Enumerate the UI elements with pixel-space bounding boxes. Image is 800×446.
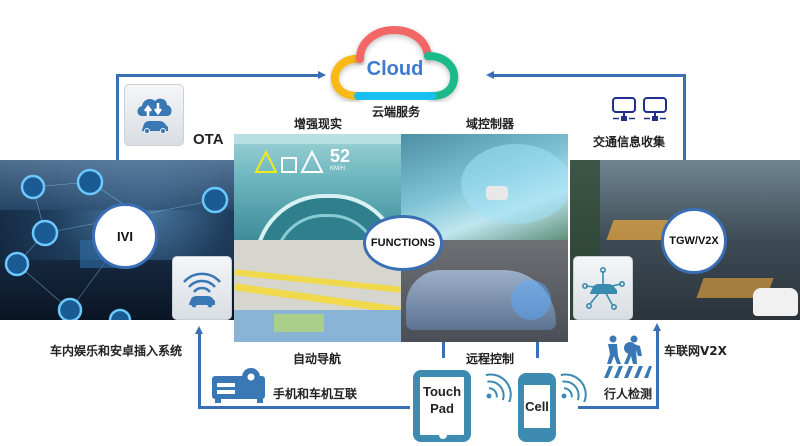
hud-speed-unit: KM/H — [330, 166, 345, 172]
cloud-download-car-icon — [137, 98, 172, 134]
connector-left-vertical — [116, 74, 119, 160]
touchpad-home-button — [439, 431, 447, 439]
connected-car-icon — [581, 266, 625, 310]
traffic-info-label: 交通信息收集 — [593, 135, 666, 149]
cloud-label: Cloud — [366, 58, 424, 80]
functions-badge: FUNCTIONS — [363, 215, 443, 271]
touchpad-label-line2: Pad — [430, 401, 454, 416]
ivi-badge: IVI — [92, 203, 158, 269]
connected-car-tile — [573, 256, 633, 320]
cell-phone-device: Cell — [518, 373, 556, 442]
connector-right-vertical — [683, 74, 686, 160]
domain-controller-label: 域控制器 — [466, 117, 515, 131]
connector-v2x-vertical — [656, 330, 659, 409]
ar-hud-image: 52 KM/H — [234, 134, 401, 240]
connector-right-top — [492, 74, 684, 77]
arrow-up-ivi — [195, 326, 203, 334]
ar-label: 增强现实 — [294, 117, 343, 131]
hud-warning-icons — [254, 149, 324, 173]
arrow-to-cloud-right — [486, 71, 494, 79]
wireless-car-icon — [183, 272, 221, 308]
connector-bottom-left-horizontal — [198, 406, 410, 409]
ota-tile — [124, 84, 184, 146]
ota-label: OTA — [193, 131, 224, 148]
touchpad-device: Touch Pad — [413, 370, 471, 442]
pedestrian-crossing-icon — [604, 335, 652, 378]
projector-icon — [212, 368, 265, 403]
phone-car-link-label: 手机和车机互联 — [273, 387, 358, 401]
tgw-v2x-label: TGW/V2X — [669, 235, 719, 247]
cloud-graphic: Cloud — [328, 25, 462, 102]
phone-car-link-icon-wrap — [211, 368, 267, 404]
hud-speed: 52 — [330, 146, 351, 166]
remote-control-label: 远程控制 — [466, 352, 515, 366]
arrow-up-v2x — [653, 323, 661, 331]
tgw-v2x-badge: TGW/V2X — [661, 208, 727, 274]
cloud-caption: 云端服务 — [372, 105, 421, 119]
network-computers-icon — [612, 97, 667, 121]
ivi-label: IVI — [117, 228, 133, 244]
connector-bottom-left-vertical — [198, 333, 201, 409]
functions-label: FUNCTIONS — [370, 237, 436, 249]
connector-touchpad-vertical — [442, 336, 445, 358]
remote-control-car-image — [401, 240, 568, 342]
cell-label: Cell — [525, 399, 549, 414]
connector-v2x-horizontal — [578, 406, 658, 409]
wifi-signal-cell-icon — [560, 373, 587, 402]
cloud-icon — [330, 25, 459, 100]
pedestrian-detection-icon-wrap — [600, 334, 652, 378]
wireless-car-tile — [172, 256, 232, 320]
arrow-to-cloud-left — [318, 71, 326, 79]
connector-left-top — [116, 74, 320, 77]
traffic-network-icons — [611, 97, 671, 123]
touchpad-label-line1: Touch — [422, 384, 462, 399]
auto-navigation-label: 自动导航 — [293, 352, 342, 366]
pedestrian-detection-label: 行人检测 — [604, 387, 653, 401]
connector-cell-vertical — [536, 336, 539, 358]
ivi-caption: 车内娱乐和安卓插入系统 — [50, 344, 183, 358]
v2x-caption: 车联网V2X — [664, 344, 727, 358]
wifi-signal-touchpad-icon — [485, 373, 512, 402]
